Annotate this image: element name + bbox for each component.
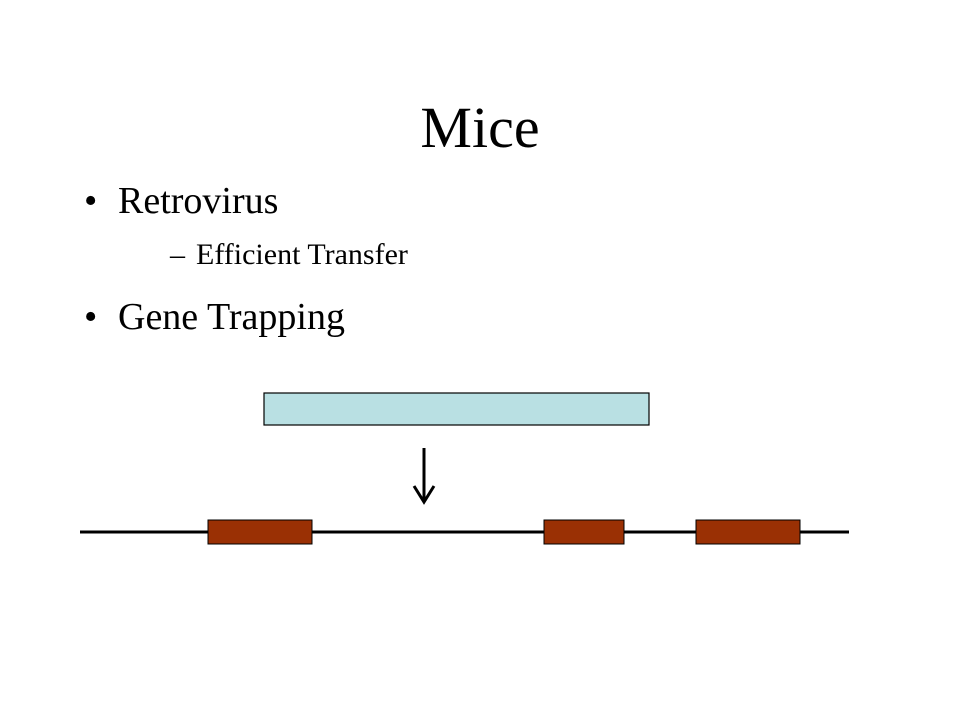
sub-bullet-list: Efficient Transfer — [118, 234, 408, 276]
bullet-item: Retrovirus Efficient Transfer — [80, 176, 408, 276]
bullet-label: Retrovirus — [118, 180, 279, 222]
bullet-list: Retrovirus Efficient Transfer Gene Trapp… — [80, 176, 408, 342]
sub-bullet-item: Efficient Transfer — [118, 234, 408, 276]
exon-box-3 — [695, 519, 801, 545]
exon-box-2 — [543, 519, 625, 545]
bullet-label: Gene Trapping — [118, 296, 345, 338]
retroviral-vector-box — [263, 392, 650, 426]
bullet-item: Gene Trapping — [80, 292, 408, 342]
slide-title: Mice — [420, 95, 540, 160]
exon-box-1 — [207, 519, 313, 545]
insertion-arrow-icon — [412, 448, 436, 505]
